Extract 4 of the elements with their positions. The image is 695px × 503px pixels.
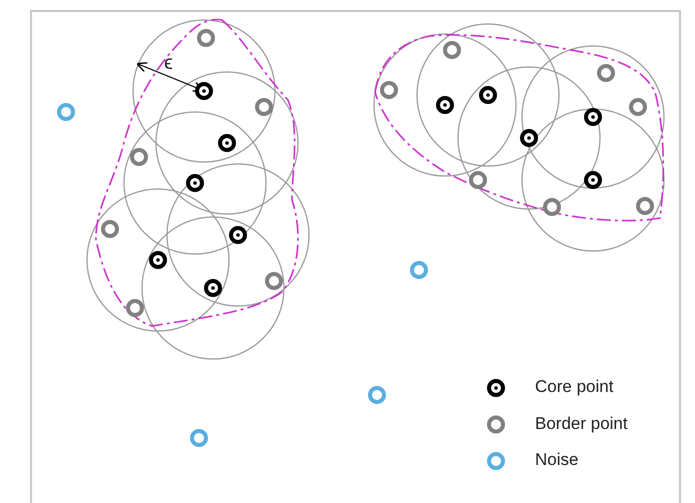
legend-label: Core point	[535, 377, 614, 397]
epsilon-label: ϵ	[164, 52, 173, 75]
legend-label: Noise	[535, 450, 578, 470]
legend-label: Border point	[535, 414, 628, 434]
